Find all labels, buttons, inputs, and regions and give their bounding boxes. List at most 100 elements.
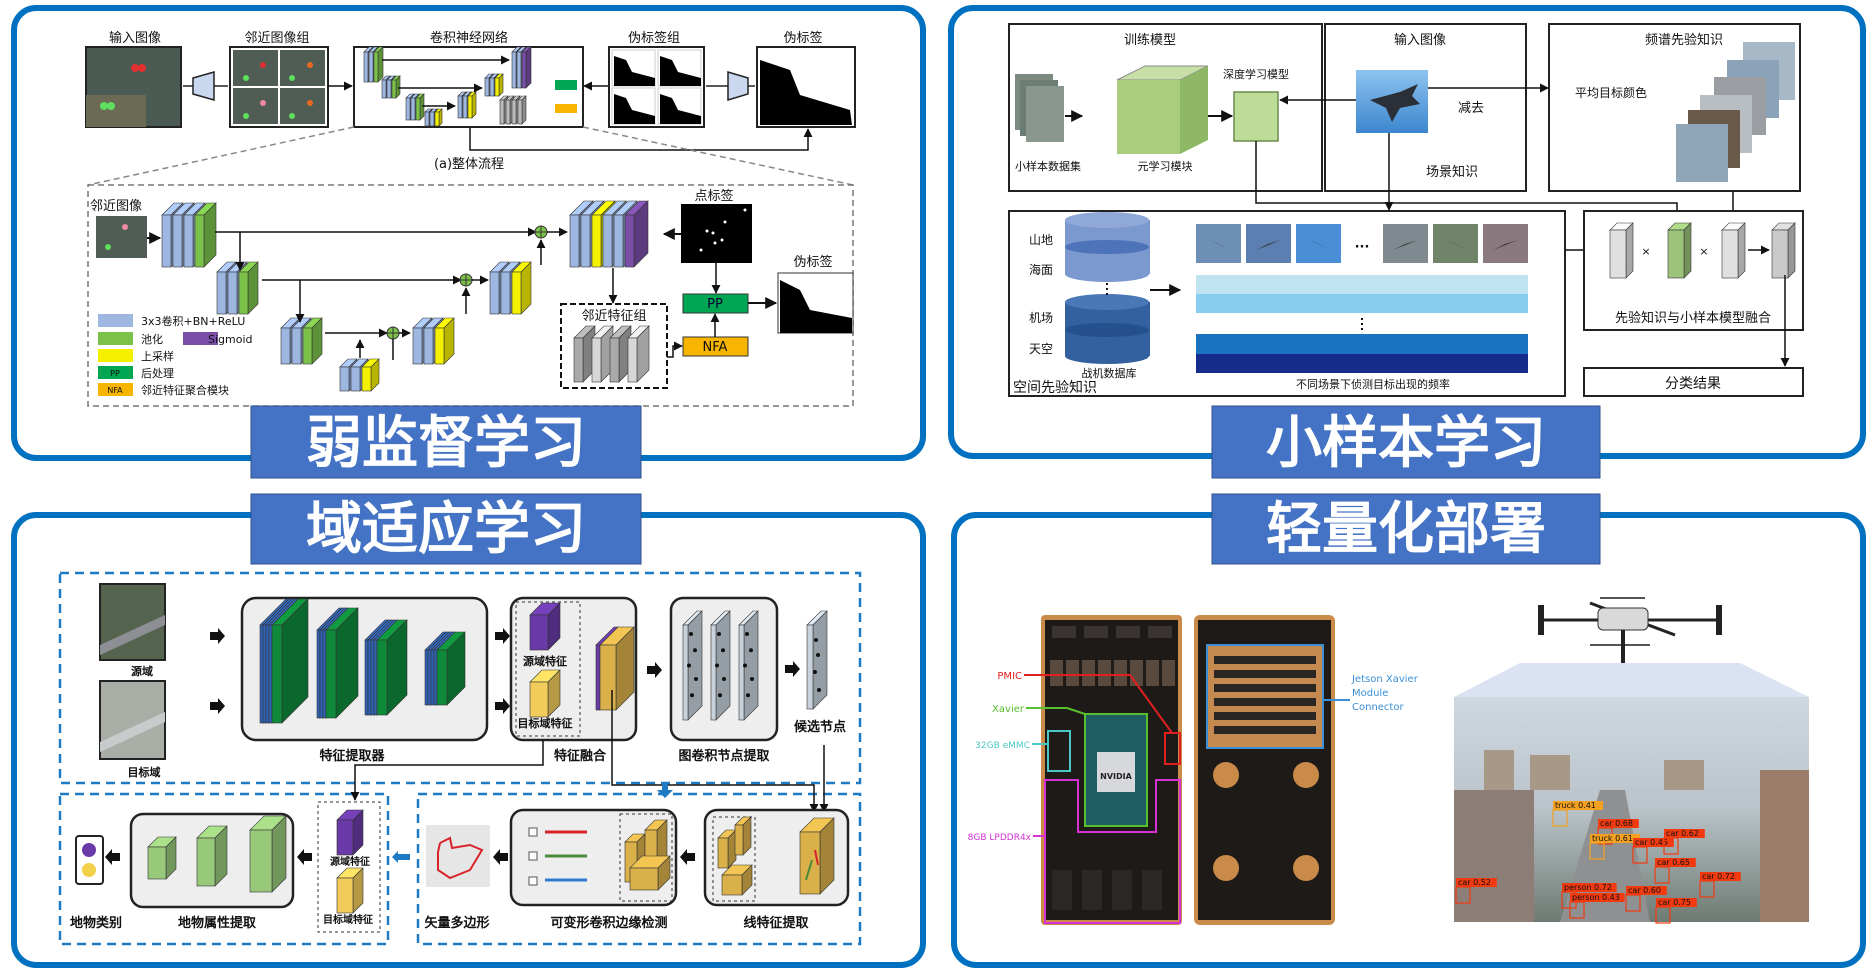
block-front xyxy=(629,867,659,891)
point-marker xyxy=(260,100,266,106)
green-line-mark xyxy=(805,859,813,881)
block-side xyxy=(812,610,828,710)
arrow xyxy=(350,740,544,801)
feature-block xyxy=(194,202,217,268)
block-side xyxy=(498,73,504,97)
legend-label: 3x3卷积+BN+ReLU xyxy=(141,314,245,328)
block-front xyxy=(291,327,302,365)
power-inductor xyxy=(1066,660,1079,686)
block-front xyxy=(339,366,350,392)
graph-plane xyxy=(738,610,759,721)
label-polygon: 矢量多边形 xyxy=(424,915,489,931)
power-inductor xyxy=(1130,660,1143,686)
label-candidates: 候选节点 xyxy=(794,719,846,735)
detection-label-bg xyxy=(1664,829,1705,838)
weak-supervision-diagram: 输入图像 邻近图像组 卷积神经网络 伪标签组 伪标签 (a)整体流程 邻近图像 xyxy=(85,30,856,479)
label-source: 源域 xyxy=(131,664,153,678)
detection-label-bg xyxy=(1553,801,1603,810)
feature-block xyxy=(238,261,259,315)
block-front xyxy=(516,51,522,89)
detection-label-bg xyxy=(1456,878,1497,887)
title-banner xyxy=(250,405,642,479)
label-pseudo-label-detail: 伪标签 xyxy=(793,254,832,270)
power-inductor xyxy=(1098,660,1111,686)
label-fusion: 先验知识与小样本模型融合 xyxy=(1615,310,1771,326)
flow-arrow-icon xyxy=(495,698,510,714)
block-front xyxy=(682,624,689,721)
scene-label: 山地 xyxy=(1029,233,1053,247)
class-dot-yellow xyxy=(82,863,96,877)
graph-plane xyxy=(710,610,731,721)
block-front xyxy=(580,214,591,268)
blue-left-arrow-icon xyxy=(392,851,410,863)
arrow xyxy=(667,341,683,358)
graph-node xyxy=(746,693,750,698)
add-node-icon xyxy=(460,274,472,286)
feature-extractor-layers xyxy=(259,598,466,724)
detection-label-bg xyxy=(1570,893,1625,902)
flow-arrow-icon xyxy=(785,661,800,677)
block-side xyxy=(471,91,477,119)
graph-node xyxy=(721,648,725,653)
flow-arrow-icon xyxy=(297,849,312,865)
detection-label: truck 0.61 xyxy=(1592,834,1633,843)
block-front xyxy=(529,614,549,651)
connector-row xyxy=(1214,698,1316,706)
block-front xyxy=(302,327,313,365)
fighter-photo xyxy=(1483,224,1528,263)
gcn-node-planes xyxy=(682,610,828,721)
point-marker xyxy=(100,102,108,110)
block-front xyxy=(609,337,620,383)
feature-block xyxy=(434,108,443,127)
block-front xyxy=(484,77,490,97)
pseudo-mask-shape xyxy=(780,280,852,333)
graph-node xyxy=(693,648,697,653)
block-front xyxy=(467,95,473,119)
block-front xyxy=(350,366,361,392)
classification-result-box xyxy=(1583,367,1804,397)
label-scene-knowledge: 场景知识 xyxy=(1426,164,1478,180)
label-meta: 元学习模块 xyxy=(1138,159,1193,173)
point-marker xyxy=(243,75,249,81)
fighter-photo xyxy=(1383,224,1428,263)
block-front xyxy=(147,846,167,880)
block-front xyxy=(511,99,517,125)
feature-block xyxy=(624,200,649,268)
xavier-pointer xyxy=(1026,707,1086,715)
fusion-feature-block xyxy=(1609,222,1634,279)
fusion-feature-block xyxy=(1721,222,1746,279)
block-front xyxy=(624,214,635,268)
neighbor-feature-block xyxy=(627,325,650,383)
point-marker xyxy=(260,62,266,68)
block-front xyxy=(591,337,602,383)
block-front xyxy=(249,829,273,893)
feature-block xyxy=(361,358,380,392)
block-front xyxy=(1609,229,1627,279)
source-feature-block xyxy=(529,602,561,651)
block-front xyxy=(376,639,388,716)
detection-label: car 0.65 xyxy=(1657,858,1690,867)
block-front xyxy=(412,327,423,365)
block-front xyxy=(799,831,821,895)
label-dataset: 小样本数据集 xyxy=(1015,159,1081,173)
label-extractor: 特征提取器 xyxy=(319,748,385,764)
block-front xyxy=(462,95,468,119)
small-sample-dataset-image xyxy=(1015,74,1064,142)
feature-block xyxy=(511,261,532,315)
jet-silhouette xyxy=(1206,238,1231,250)
label-target-feature: 目标域特征 xyxy=(323,913,373,926)
block-front xyxy=(529,681,549,718)
blue-down-arrow-icon xyxy=(657,782,673,798)
block-front xyxy=(325,629,337,719)
block-front xyxy=(367,639,372,716)
feature-block xyxy=(521,46,532,89)
label-spatial-prior: 空间先验知识 xyxy=(1013,379,1097,396)
add-node-icon xyxy=(387,327,399,339)
deployment-diagram: 轻量化部署 NVIDIA PMIC Xavier 32GB eMMC 8GB L… xyxy=(968,493,1809,925)
lower-right-dashed-region xyxy=(416,792,862,946)
jet-silhouette xyxy=(1370,84,1420,122)
block-front xyxy=(280,327,291,365)
label-fighter-db: 战机数据库 xyxy=(1082,366,1137,380)
unet-detail xyxy=(161,200,649,392)
neighbor-image xyxy=(233,88,278,124)
